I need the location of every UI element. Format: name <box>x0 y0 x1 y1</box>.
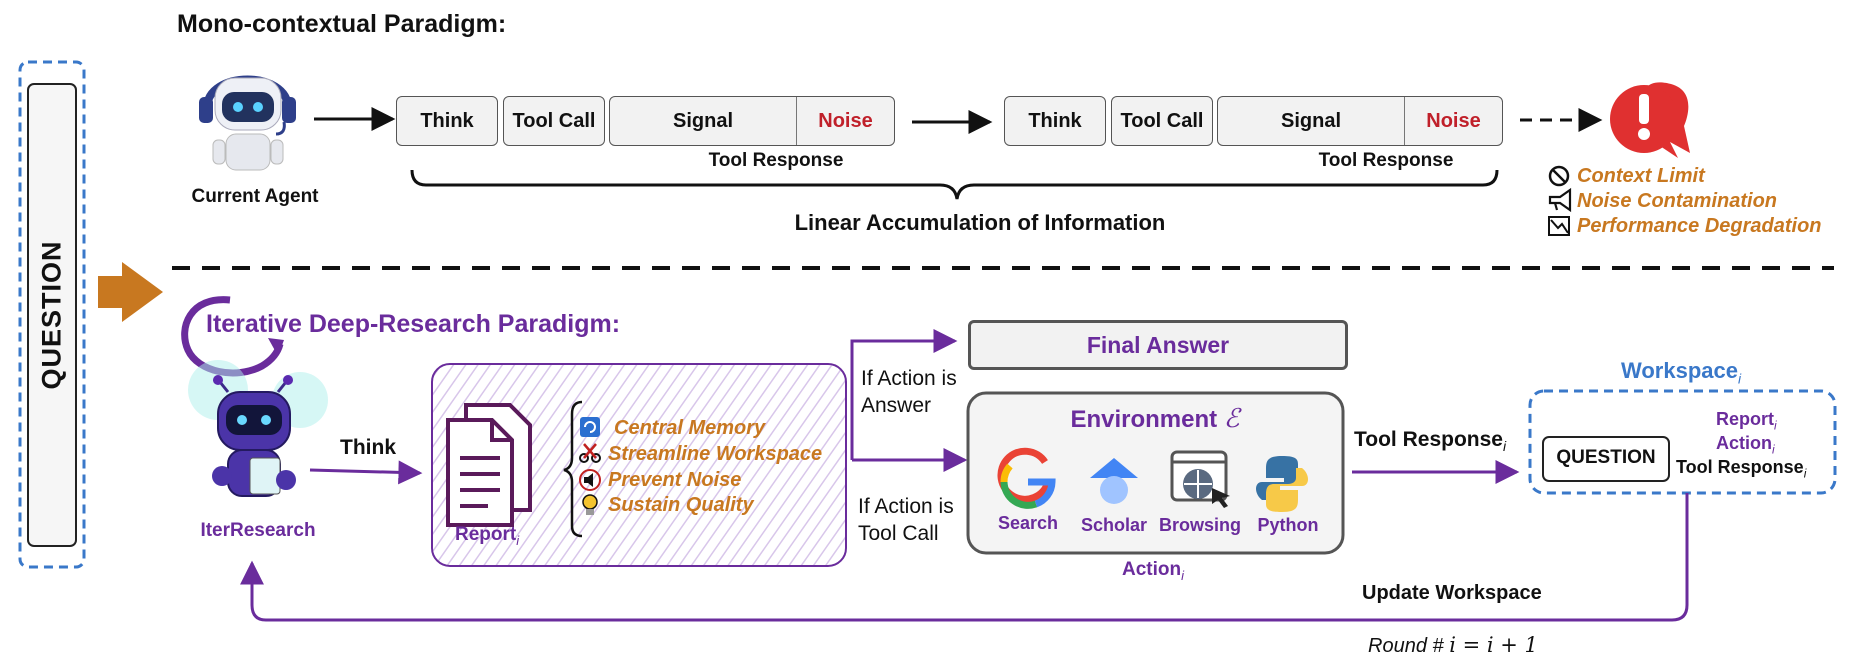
alert-icon <box>1610 82 1690 158</box>
megaphone-icon <box>1548 187 1572 213</box>
question-box <box>27 83 77 547</box>
question-label: QUESTION <box>36 240 67 390</box>
robot-agent-icon <box>199 75 296 171</box>
feature-prevent-noise: Prevent Noise <box>608 469 742 491</box>
action-label: Actioni <box>1122 559 1184 583</box>
current-agent-label: Current Agent <box>191 186 319 207</box>
report-label: Reporti <box>455 524 520 548</box>
toolcall-box-1: Tool Call <box>503 96 605 146</box>
tool-browsing-label: Browsing <box>1158 515 1241 535</box>
google-search-icon <box>997 447 1056 509</box>
python-icon <box>1256 456 1308 512</box>
feature-brace <box>563 400 583 538</box>
tool-response-i-label: Tool Responsei <box>1354 428 1507 455</box>
feature-sustain-quality: Sustain Quality <box>608 494 754 516</box>
environment-label: Environment ℰ <box>1070 404 1240 434</box>
workspace-dashed-frame <box>1528 389 1837 495</box>
if-answer-label: If Action is Answer <box>861 367 957 417</box>
scissors-icon <box>579 443 601 463</box>
browser-icon <box>1170 450 1230 508</box>
signal-box-1: Signal Noise <box>609 96 895 146</box>
tool-search-label: Search <box>997 513 1059 533</box>
ws-report-label: Reporti <box>1716 409 1777 433</box>
bulb-icon <box>582 494 598 515</box>
answer-branch-arrow <box>850 329 958 460</box>
think-arrow <box>309 460 423 485</box>
report-document-icon <box>446 403 532 527</box>
ws-question-box <box>1542 436 1670 482</box>
accumulation-brace <box>410 169 1499 200</box>
signal-label-2: Signal <box>1218 97 1405 145</box>
scholar-icon <box>1090 458 1138 504</box>
think-box-2: Think <box>1004 96 1106 146</box>
round-label: Round # i = i + 1 <box>1368 633 1538 657</box>
tool-scholar-label: Scholar <box>1080 515 1148 535</box>
think-label: Think <box>340 436 396 459</box>
mute-icon <box>579 469 601 491</box>
feature-streamline-workspace: Streamline Workspace <box>608 443 823 465</box>
noise-label-2: Noise <box>1426 110 1481 132</box>
issue-noise-contamination: Noise Contamination <box>1577 190 1778 212</box>
signal-label-1: Signal <box>610 97 797 145</box>
round-formula: i = i + 1 <box>1449 633 1538 657</box>
toolcall-box-2: Tool Call <box>1111 96 1213 146</box>
ws-question-label: QUESTION <box>1556 447 1656 468</box>
environment-symbol: ℰ <box>1223 404 1240 434</box>
no-entry-icon <box>1548 165 1570 187</box>
accumulation-label: Linear Accumulation of Information <box>794 210 1166 235</box>
ws-action-label: Actioni <box>1716 433 1775 457</box>
tool-response-label-1: Tool Response <box>708 150 844 171</box>
chart-down-icon <box>1548 216 1570 236</box>
issue-context-limit: Context Limit <box>1577 165 1705 187</box>
question-dashed-frame <box>18 60 86 569</box>
update-workspace-label: Update Workspace <box>1362 582 1542 604</box>
feature-central-memory: Central Memory <box>614 417 766 439</box>
if-toolcall-label: If Action is Tool Call <box>858 495 954 545</box>
issue-performance-degradation: Performance Degradation <box>1577 215 1822 237</box>
final-answer-box: Final Answer <box>968 320 1348 370</box>
mono-title: Mono-contextual Paradigm: <box>177 10 507 38</box>
ws-tool-response-label: Tool Responsei <box>1676 457 1807 481</box>
iterresearch-robot-icon <box>188 360 328 497</box>
sync-icon <box>580 417 600 437</box>
tool-python-label: Python <box>1257 515 1319 535</box>
workspace-title: Workspacei <box>1621 358 1742 387</box>
update-loop-arrow <box>240 493 1689 622</box>
noise-label-1: Noise <box>818 110 873 132</box>
environment-box <box>966 391 1345 555</box>
orange-arrow <box>98 262 163 322</box>
report-box <box>431 363 847 567</box>
iterresearch-label: IterResearch <box>200 520 316 541</box>
think-box-1: Think <box>396 96 498 146</box>
tool-response-label-2: Tool Response <box>1318 150 1454 171</box>
signal-box-2: Signal Noise <box>1217 96 1503 146</box>
iter-title: Iterative Deep-Research Paradigm: <box>206 310 621 338</box>
